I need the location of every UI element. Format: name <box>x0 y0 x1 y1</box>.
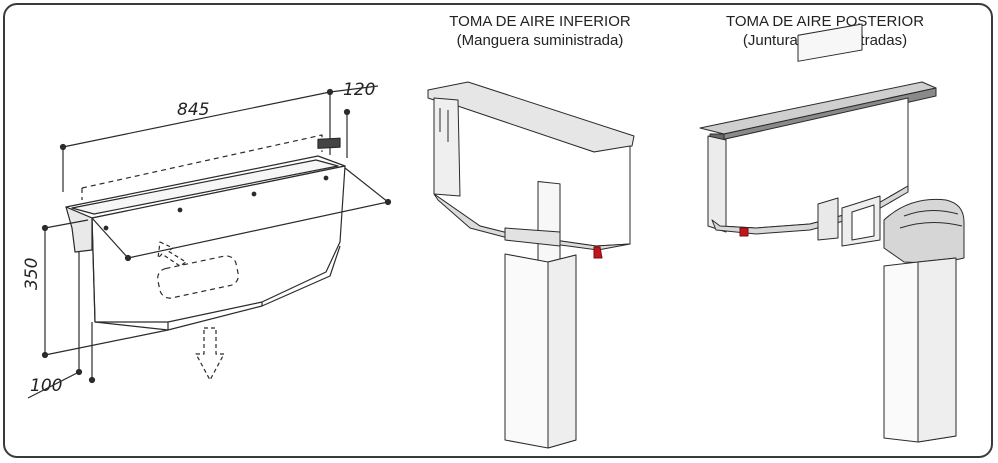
dimensioned-hood-drawing <box>27 85 392 399</box>
dimension-120: 120 <box>343 80 376 100</box>
diagram-frame <box>3 3 993 458</box>
dim-line-845 <box>62 91 331 148</box>
bottom-intake-subtitle: (Manguera suministrada) <box>456 32 624 49</box>
bottom-intake-title: TOMA DE AIRE INFERIOR <box>449 13 631 30</box>
rear-intake-illustration <box>699 23 965 443</box>
bottom-intake-caption: TOMA DE AIRE INFERIOR (Manguera suminist… <box>405 12 675 50</box>
rear-intake-title: TOMA DE AIRE POSTERIOR <box>725 13 925 30</box>
dimension-100: 100 <box>30 376 63 396</box>
bottom-intake-illustration <box>427 81 635 449</box>
dimension-845: 845 <box>177 100 210 120</box>
